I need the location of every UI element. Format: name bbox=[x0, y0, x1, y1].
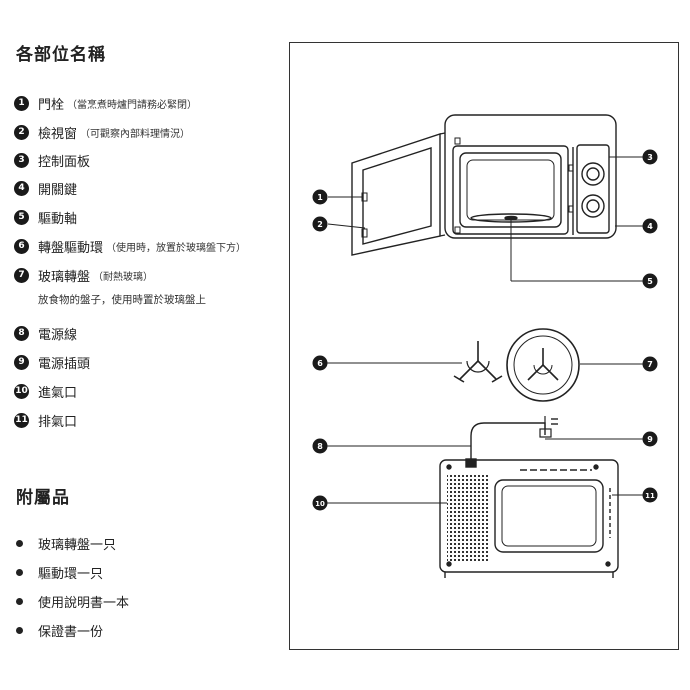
part-note: （使用時，放置於玻璃盤下方） bbox=[106, 242, 247, 254]
callout-number: 8 bbox=[317, 442, 323, 451]
part-item-11: 11 排氣口 bbox=[14, 410, 77, 430]
accessory-item: 使用說明書一本 bbox=[16, 591, 129, 611]
callout-5: 5 bbox=[642, 273, 658, 289]
part-label: 玻璃轉盤 bbox=[38, 269, 91, 285]
part-label: 電源插頭 bbox=[38, 356, 91, 372]
part-note: （耐熱玻璃） bbox=[93, 271, 154, 283]
glass-turntable bbox=[506, 328, 580, 402]
accessory-item: 保證書一份 bbox=[16, 620, 103, 640]
accessory-item: 玻璃轉盤一只 bbox=[16, 533, 116, 553]
number-badge: 1 bbox=[14, 95, 29, 111]
part-label: 排氣口 bbox=[38, 414, 78, 430]
number-badge: 3 bbox=[14, 152, 29, 168]
accessories-section-title: 附屬品 bbox=[16, 488, 70, 508]
part-label: 控制面板 bbox=[38, 154, 91, 170]
part-item-10: 10 進氣口 bbox=[14, 381, 77, 401]
callout-9: 9 bbox=[642, 431, 658, 447]
part-label: 驅動軸 bbox=[38, 211, 78, 227]
callout-number: 6 bbox=[317, 359, 323, 368]
drive-ring bbox=[453, 341, 503, 383]
callout-number: 3 bbox=[647, 153, 653, 162]
part-item-8: 8 電源線 bbox=[14, 323, 77, 343]
number-badge: 2 bbox=[14, 124, 29, 140]
bullet-dot bbox=[16, 597, 23, 605]
callout-number: 1 bbox=[317, 193, 323, 202]
callout-11: 11 bbox=[642, 487, 658, 503]
callout-1: 1 bbox=[312, 189, 328, 205]
accessory-label: 使用說明書一本 bbox=[38, 595, 130, 611]
part-label: 開關鍵 bbox=[38, 182, 78, 198]
callout-4: 4 bbox=[642, 218, 658, 234]
callout-number: 11 bbox=[645, 492, 655, 500]
part-item-1: 1 門栓 （當烹煮時爐門請務必緊閉） bbox=[14, 93, 197, 113]
accessory-label: 玻璃轉盤一只 bbox=[38, 537, 117, 553]
number-badge: 6 bbox=[14, 238, 29, 254]
callout-number: 7 bbox=[647, 360, 653, 369]
part-label: 門栓 bbox=[38, 97, 65, 113]
callout-number: 5 bbox=[647, 277, 653, 286]
callout-number: 2 bbox=[317, 220, 323, 229]
accessory-label: 保證書一份 bbox=[38, 624, 104, 640]
number-badge: 8 bbox=[14, 325, 29, 341]
number-badge: 9 bbox=[14, 354, 29, 370]
number-badge: 7 bbox=[14, 267, 29, 283]
callout-2: 2 bbox=[312, 216, 328, 232]
callout-7: 7 bbox=[642, 356, 658, 372]
part-item-2: 2 檢視窗 （可觀察內部料理情況） bbox=[14, 122, 190, 142]
accessory-label: 驅動環一只 bbox=[38, 566, 104, 582]
microwave-front-view bbox=[444, 114, 617, 239]
callout-8: 8 bbox=[312, 438, 328, 454]
part-item-9: 9 電源插頭 bbox=[14, 352, 90, 372]
parts-section-title: 各部位名稱 bbox=[16, 45, 106, 65]
part-label: 轉盤驅動環 bbox=[38, 240, 104, 256]
bullet-dot bbox=[16, 626, 23, 634]
part-item-6: 6 轉盤驅動環 （使用時，放置於玻璃盤下方） bbox=[14, 236, 246, 256]
part-note: （當烹煮時爐門請務必緊閉） bbox=[67, 99, 198, 111]
callout-6: 6 bbox=[312, 355, 328, 371]
number-badge: 4 bbox=[14, 180, 29, 196]
accessory-item: 驅動環一只 bbox=[16, 562, 103, 582]
microwave-diagram: 1 2 3 4 5 6 7 8 bbox=[312, 114, 658, 578]
part-note: （可觀察內部料理情況） bbox=[80, 128, 191, 140]
part-item-3: 3 控制面板 bbox=[14, 150, 90, 170]
intake-vent bbox=[447, 473, 489, 563]
part-label: 檢視窗 bbox=[38, 126, 78, 142]
number-badge: 5 bbox=[14, 209, 29, 225]
part-item-4: 4 開關鍵 bbox=[14, 178, 77, 198]
bullet-dot bbox=[16, 539, 23, 547]
callout-10: 10 bbox=[312, 495, 328, 511]
number-badge: 11 bbox=[14, 412, 29, 428]
part-7-subnote: 放食物的盤子，使用時置於玻璃盤上 bbox=[38, 294, 206, 306]
part-label: 電源線 bbox=[38, 327, 78, 343]
part-item-7: 7 玻璃轉盤 （耐熱玻璃） bbox=[14, 265, 153, 285]
microwave-diagram-panel: 1 2 3 4 5 6 7 8 bbox=[289, 42, 679, 650]
callout-number: 4 bbox=[647, 222, 653, 231]
part-label: 進氣口 bbox=[38, 385, 78, 401]
callout-3: 3 bbox=[642, 149, 658, 165]
number-badge: 10 bbox=[14, 383, 29, 399]
part-item-5: 5 驅動軸 bbox=[14, 207, 77, 227]
microwave-door bbox=[351, 132, 446, 256]
callout-number: 9 bbox=[647, 435, 653, 444]
callout-number: 10 bbox=[315, 500, 325, 508]
bullet-dot bbox=[16, 568, 23, 576]
